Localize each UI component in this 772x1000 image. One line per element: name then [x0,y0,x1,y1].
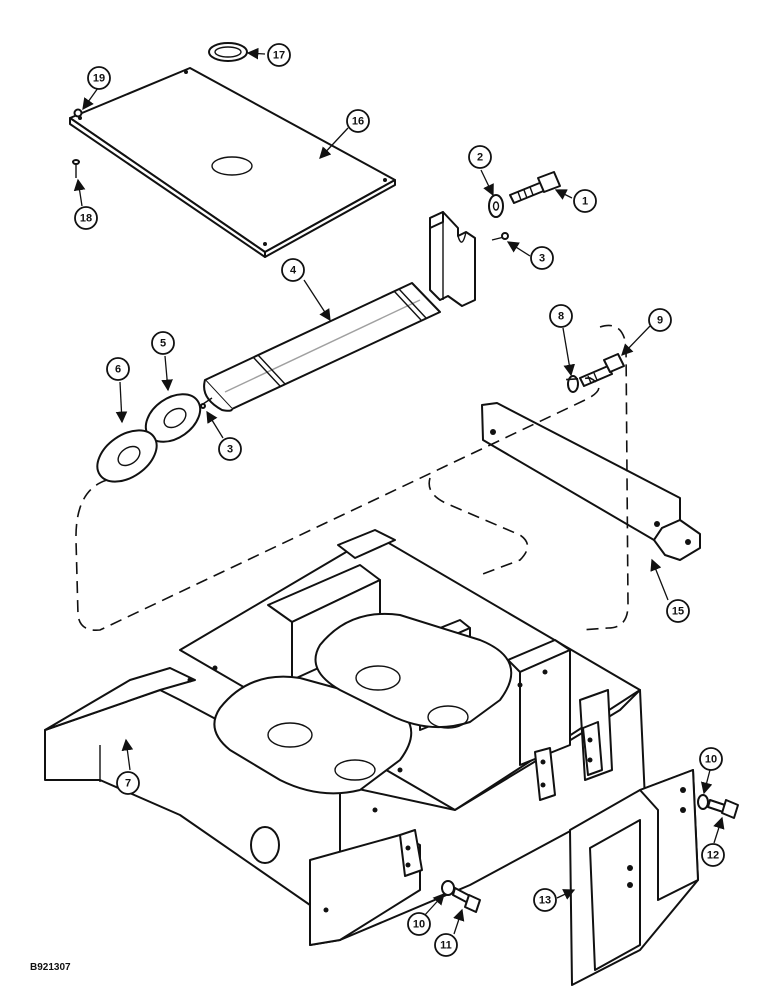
callout-label: 4 [290,265,297,277]
washer-part-10-right [697,794,709,810]
callout-circle [87,66,111,90]
callout-circle [267,43,291,67]
main-frame-part-7 [44,529,646,946]
callout-circle [530,246,554,270]
callout-circle [106,357,130,381]
callout-circle [151,331,175,355]
assembly-group-outline [75,324,629,632]
callout-c19: 19 [87,66,111,90]
callout-c5: 5 [151,331,175,355]
pivot-shaft-part-4 [200,211,476,412]
callout-c11: 11 [434,933,458,957]
callout-c3a: 3 [530,246,554,270]
callout-c3b: 3 [218,437,242,461]
callout-label: 17 [273,50,285,62]
callout-c4: 4 [281,258,305,282]
callout-circle [407,912,431,936]
callout-label: 3 [227,444,233,456]
bolt-part-11 [452,887,481,913]
thrust-washer-part-6 [96,429,158,483]
callout-label: 5 [160,338,166,350]
callout-circle [434,933,458,957]
callout-circle [701,843,725,867]
callout-label: 11 [440,940,452,952]
callout-label: 19 [93,73,105,85]
washer-part-2 [488,194,504,218]
callout-circle [116,771,140,795]
bolt-part-9 [579,353,625,387]
guard-plate-part-13 [569,769,699,986]
callout-circle [533,888,557,912]
callout-label: 15 [672,606,684,618]
screw-part-3-upper [491,232,509,241]
callout-label: 7 [125,778,131,790]
bracket-part-15 [481,402,701,561]
callout-label: 10 [705,754,717,766]
bolt-part-12 [707,799,739,819]
callout-c15: 15 [666,599,690,623]
callout-c7: 7 [116,771,140,795]
callout-circle [699,747,723,771]
callout-label: 3 [539,253,545,265]
leader-lines [73,47,725,935]
callout-circle [549,304,573,328]
callout-circle [648,308,672,332]
callout-c10b: 10 [407,912,431,936]
callout-c8: 8 [549,304,573,328]
figure-id: B921307 [30,962,71,973]
callout-circle [346,109,370,133]
callout-label: 13 [539,895,551,907]
callout-label: 16 [352,116,364,128]
seal-ring-part-17 [208,42,248,62]
callout-circle [666,599,690,623]
callout-c16: 16 [346,109,370,133]
callout-c2: 2 [468,145,492,169]
callout-c12: 12 [701,843,725,867]
callout-circle [218,437,242,461]
washer-part-10-lower [441,880,455,896]
callout-c1: 1 [573,189,597,213]
callout-circle [281,258,305,282]
callout-label: 6 [115,364,121,376]
nut-part-19 [73,108,83,118]
callout-c13: 13 [533,888,557,912]
callout-label: 10 [413,919,425,931]
callout-label: 8 [558,311,564,323]
callout-c6: 6 [106,357,130,381]
callout-c9: 9 [648,308,672,332]
callout-c18: 18 [74,206,98,230]
callout-label: 2 [477,152,483,164]
screw-part-18 [72,159,80,178]
callout-label: 1 [582,196,588,208]
callout-c17: 17 [267,43,291,67]
callout-c10a: 10 [699,747,723,771]
callout-circle [468,145,492,169]
callout-circle [573,189,597,213]
callout-label: 9 [657,315,663,327]
bolt-part-1 [509,171,561,204]
callout-circle [74,206,98,230]
callout-label: 12 [707,850,719,862]
cover-plate-part-16 [69,67,396,258]
callout-label: 18 [80,213,92,225]
